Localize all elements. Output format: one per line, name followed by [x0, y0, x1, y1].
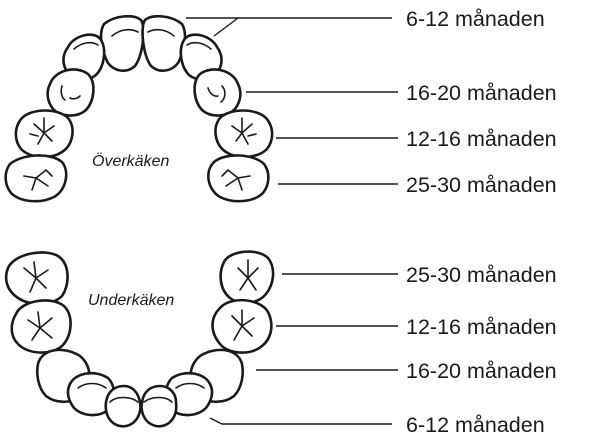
- lower-central-incisor-left: [104, 384, 142, 428]
- upper-label-incisors: 6-12 månaden: [406, 7, 545, 31]
- lower-jaw-title: Underkäken: [88, 292, 174, 309]
- upper-incisor-leader: [186, 17, 392, 37]
- upper-label-first-molars: 12-16 månaden: [406, 127, 557, 151]
- lower-label-second-molars: 25-30 månaden: [406, 263, 557, 287]
- lower-label-first-molars: 12-16 månaden: [406, 315, 557, 339]
- lower-label-canines: 16-20 månaden: [406, 359, 557, 383]
- lower-central-incisor-right: [140, 384, 178, 428]
- upper-first-molar-right: [214, 109, 274, 159]
- upper-central-incisor-right: [141, 14, 187, 72]
- upper-label-canines: 16-20 månaden: [406, 81, 557, 105]
- lower-label-incisors: 6-12 månaden: [406, 413, 545, 437]
- lower-incisor-leader: [209, 417, 392, 425]
- lower-jaw: Underkäken 25-30 månaden 12-16 månaden 1…: [4, 250, 557, 437]
- upper-label-second-molars: 25-30 månaden: [406, 173, 557, 197]
- upper-canine-right: [193, 68, 242, 117]
- upper-jaw-title: Överkäken: [92, 152, 169, 170]
- upper-lateral-incisor-left: [62, 33, 106, 81]
- upper-central-incisor-left: [99, 14, 145, 72]
- upper-jaw: Överkäken 6-12 månaden 16-20 månaden 12-…: [4, 7, 557, 203]
- upper-canine-left: [46, 68, 95, 117]
